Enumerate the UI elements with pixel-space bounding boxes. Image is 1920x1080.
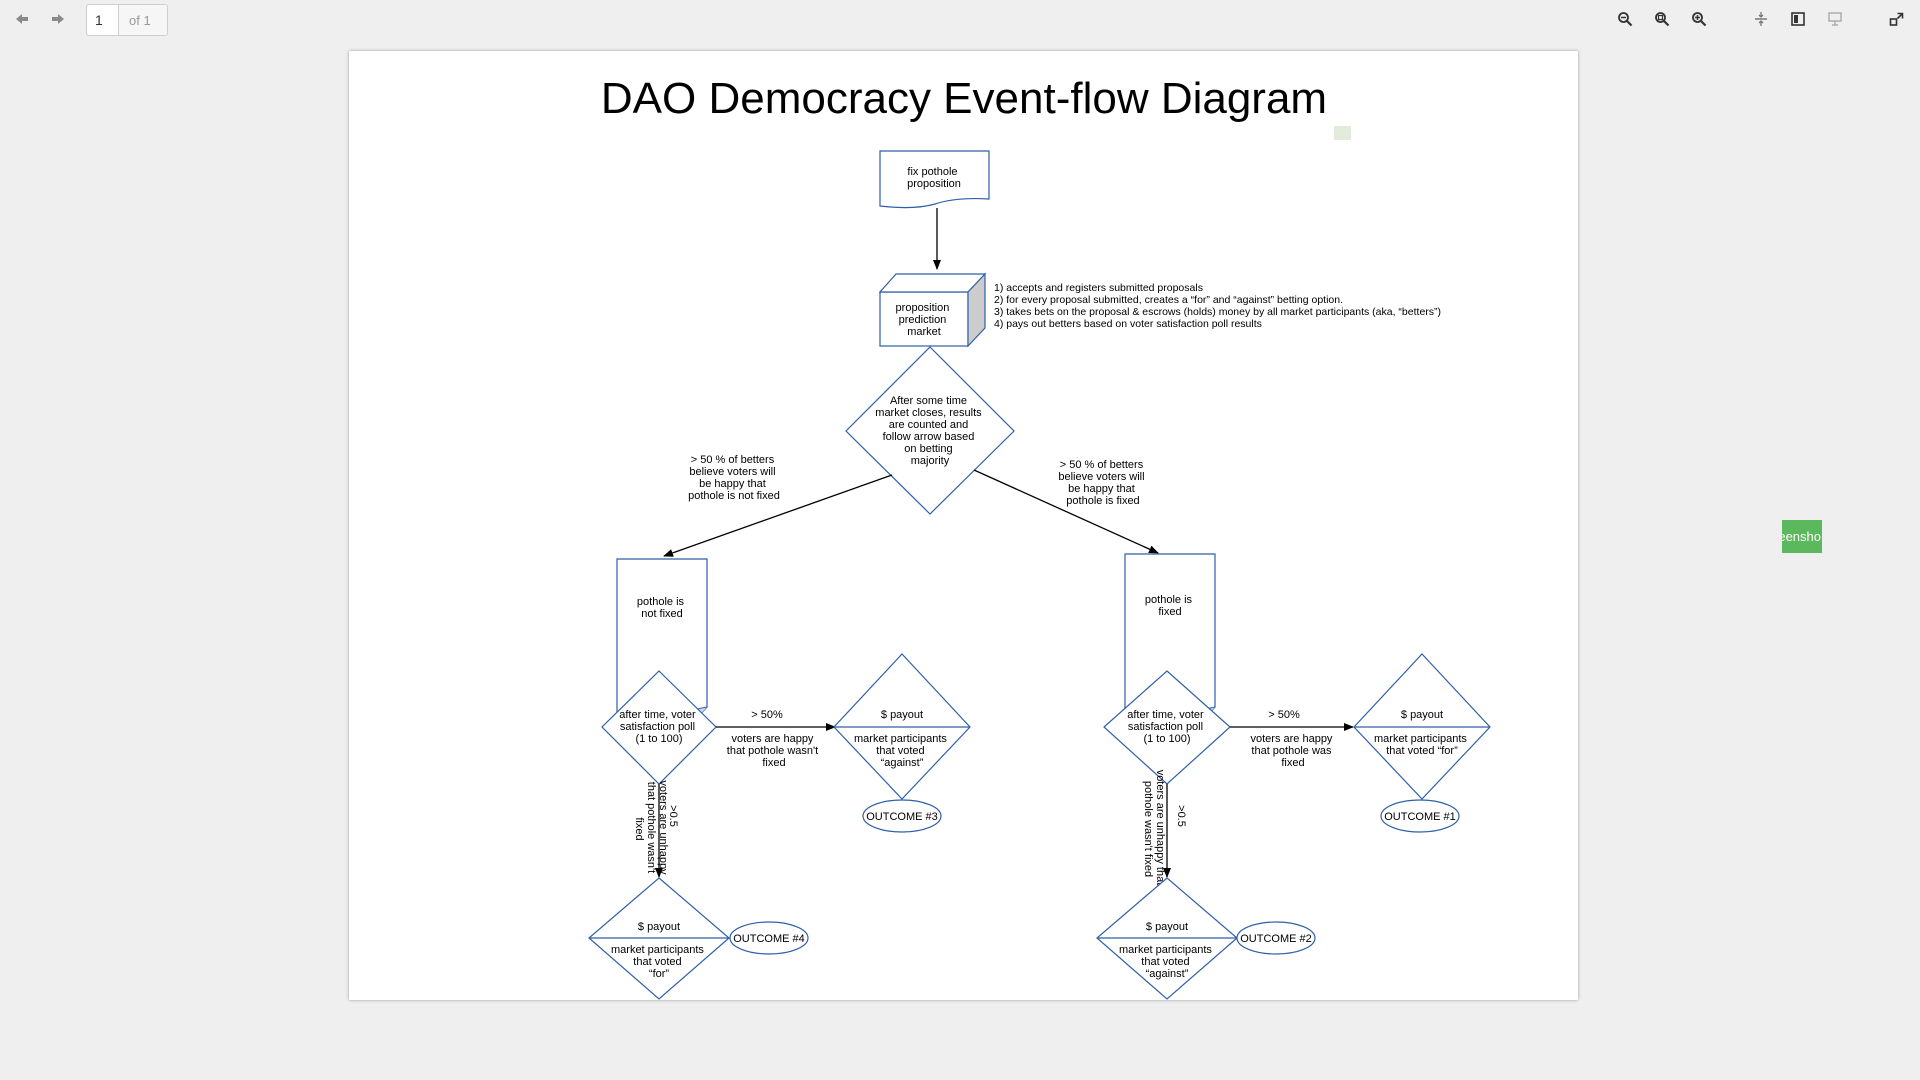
lt05-right-label: >0.5 xyxy=(1175,805,1187,827)
payout-top-right-title: $ payout xyxy=(1401,709,1443,721)
fit-page-icon[interactable] xyxy=(1750,8,1772,30)
payout-top-right-body: market participants that voted “for” xyxy=(1374,733,1470,757)
lt05-left-label: >0.5 xyxy=(667,805,679,827)
side-tab-label: eensho xyxy=(1782,529,1821,544)
unhappy-right-label: voters are unhappy that pothole wasn't f… xyxy=(1142,770,1166,889)
proposition-node xyxy=(879,150,990,209)
svg-text:voters are unhappy that: voters are unhappy that pothole wasn't f… xyxy=(1142,770,1166,889)
gt50-right-label: > 50% xyxy=(1268,709,1300,721)
zoom-reset-icon[interactable] xyxy=(1651,8,1673,30)
diagram-title: DAO Democracy Event-flow Diagram xyxy=(601,74,1327,123)
happy-left-label: voters are happy that pothole wasn't fix… xyxy=(727,733,821,769)
proposition-label: fix pothole proposition xyxy=(907,166,961,190)
market-node xyxy=(878,272,987,348)
not-fixed-label: pothole is not fixed xyxy=(637,596,687,620)
payout-bottom-right-title: $ payout xyxy=(1146,921,1188,933)
outcome1-ellipse xyxy=(1380,799,1460,833)
left-branch-label: > 50 % of betters believe voters will be… xyxy=(688,454,780,502)
page-number-input[interactable] xyxy=(87,5,119,35)
arrow-to-fixed xyxy=(973,469,1159,554)
document-page: DAO Democracy Event-flow Diagram fix pot… xyxy=(349,51,1578,1000)
zoom-in-icon[interactable] xyxy=(1688,8,1710,30)
outcome2-ellipse xyxy=(1236,921,1316,955)
sidebar-toggle-icon[interactable] xyxy=(1787,8,1809,30)
zoom-out-icon[interactable] xyxy=(1614,8,1636,30)
outcome1-label: OUTCOME #1 xyxy=(1384,811,1456,823)
sticky-note xyxy=(1334,126,1351,140)
outcome3-label: OUTCOME #3 xyxy=(866,811,938,823)
payout-top-left-title: $ payout xyxy=(881,709,923,721)
decision-diamond xyxy=(845,346,1015,515)
payout-bottom-right-body: market participants that voted “against” xyxy=(1119,944,1215,980)
outcome4-ellipse xyxy=(729,921,809,955)
side-tab[interactable]: eensho xyxy=(1782,520,1822,553)
viewer-toolbar: of 1 xyxy=(0,0,1920,40)
page-total-label: of 1 xyxy=(129,13,151,28)
gt50-left-label: > 50% xyxy=(751,709,783,721)
poll-left-label: after time, voter satisfaction poll (1 t… xyxy=(619,709,698,745)
outcome2-label: OUTCOME #2 xyxy=(1240,933,1312,945)
payout-bottom-left-body: market participants that voted “for” xyxy=(611,944,707,980)
poll-right-label: after time, voter satisfaction poll (1 t… xyxy=(1127,709,1206,745)
fullscreen-exit-icon[interactable] xyxy=(1886,8,1908,30)
page-navigator: of 1 xyxy=(86,4,168,36)
decision-label: After some time market closes, results a… xyxy=(875,395,984,467)
unhappy-left-label: voters are unhappy that pothole wasn't f… xyxy=(633,780,669,877)
market-label: proposition prediction market xyxy=(896,302,953,338)
market-notes: 1) accepts and registers submitted propo… xyxy=(994,282,1444,330)
payout-top-left-body: market participants that voted “against” xyxy=(854,733,950,769)
arrow-right-icon[interactable] xyxy=(47,8,69,30)
arrow-to-not-fixed xyxy=(663,474,893,557)
payout-bottom-left-title: $ payout xyxy=(638,921,680,933)
arrow-left-icon[interactable] xyxy=(11,8,33,30)
happy-right-label: voters are happy that pothole was fixed xyxy=(1251,733,1336,769)
flow-diagram: DAO Democracy Event-flow Diagram fix pot… xyxy=(588,74,1491,1000)
outcome3-ellipse xyxy=(862,799,942,833)
svg-text:voters are unhappy tha: voters are unhappy that pothole wasn't f… xyxy=(633,780,669,877)
fixed-label: pothole is fixed xyxy=(1145,594,1195,618)
presentation-icon[interactable] xyxy=(1824,8,1846,30)
right-branch-label: > 50 % of betters believe voters will be… xyxy=(1058,459,1147,507)
outcome4-label: OUTCOME #4 xyxy=(733,933,805,945)
